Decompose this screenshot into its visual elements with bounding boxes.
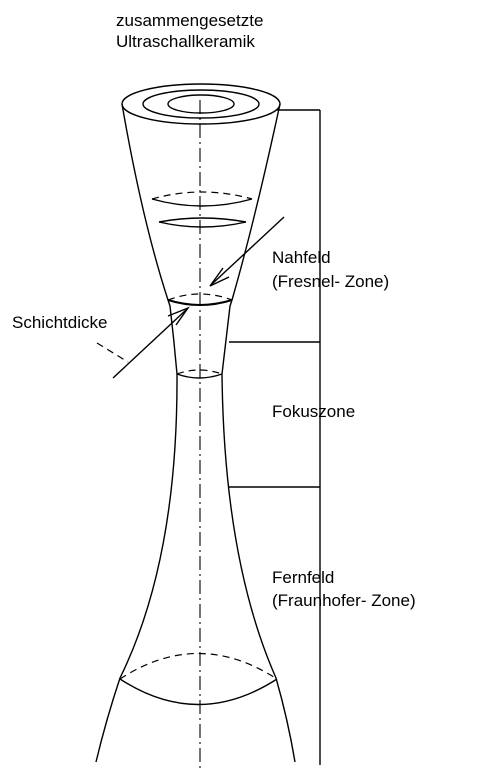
farfield-left-edge [96, 374, 177, 762]
bottom-section-back [120, 654, 277, 680]
bottom-section-front [120, 679, 277, 705]
title-line-1: zusammengesetzte [116, 10, 263, 31]
section-1-back [152, 192, 252, 199]
title-line-2: Ultraschallkeramik [116, 31, 255, 52]
nearfield-label-2: (Fresnel- Zone) [272, 271, 389, 292]
farfield-label-2: (Fraunhofer- Zone) [272, 590, 416, 611]
section-2-front [159, 222, 246, 227]
nearfield-label-1: Nahfeld [272, 247, 331, 268]
section-1-front [152, 199, 252, 206]
transducer-inner-ring [168, 95, 234, 113]
layer-leader-dashed [97, 343, 128, 362]
focus-label: Fokuszone [272, 401, 355, 422]
focus-left-edge [170, 306, 177, 374]
layer-arrow-lower-line [113, 310, 186, 378]
focus-right-edge [222, 306, 230, 374]
section-2-back [159, 218, 246, 222]
layer-thickness-label: Schichtdicke [12, 312, 107, 333]
transducer-middle-ring [143, 90, 259, 118]
farfield-label-1: Fernfeld [272, 567, 334, 588]
